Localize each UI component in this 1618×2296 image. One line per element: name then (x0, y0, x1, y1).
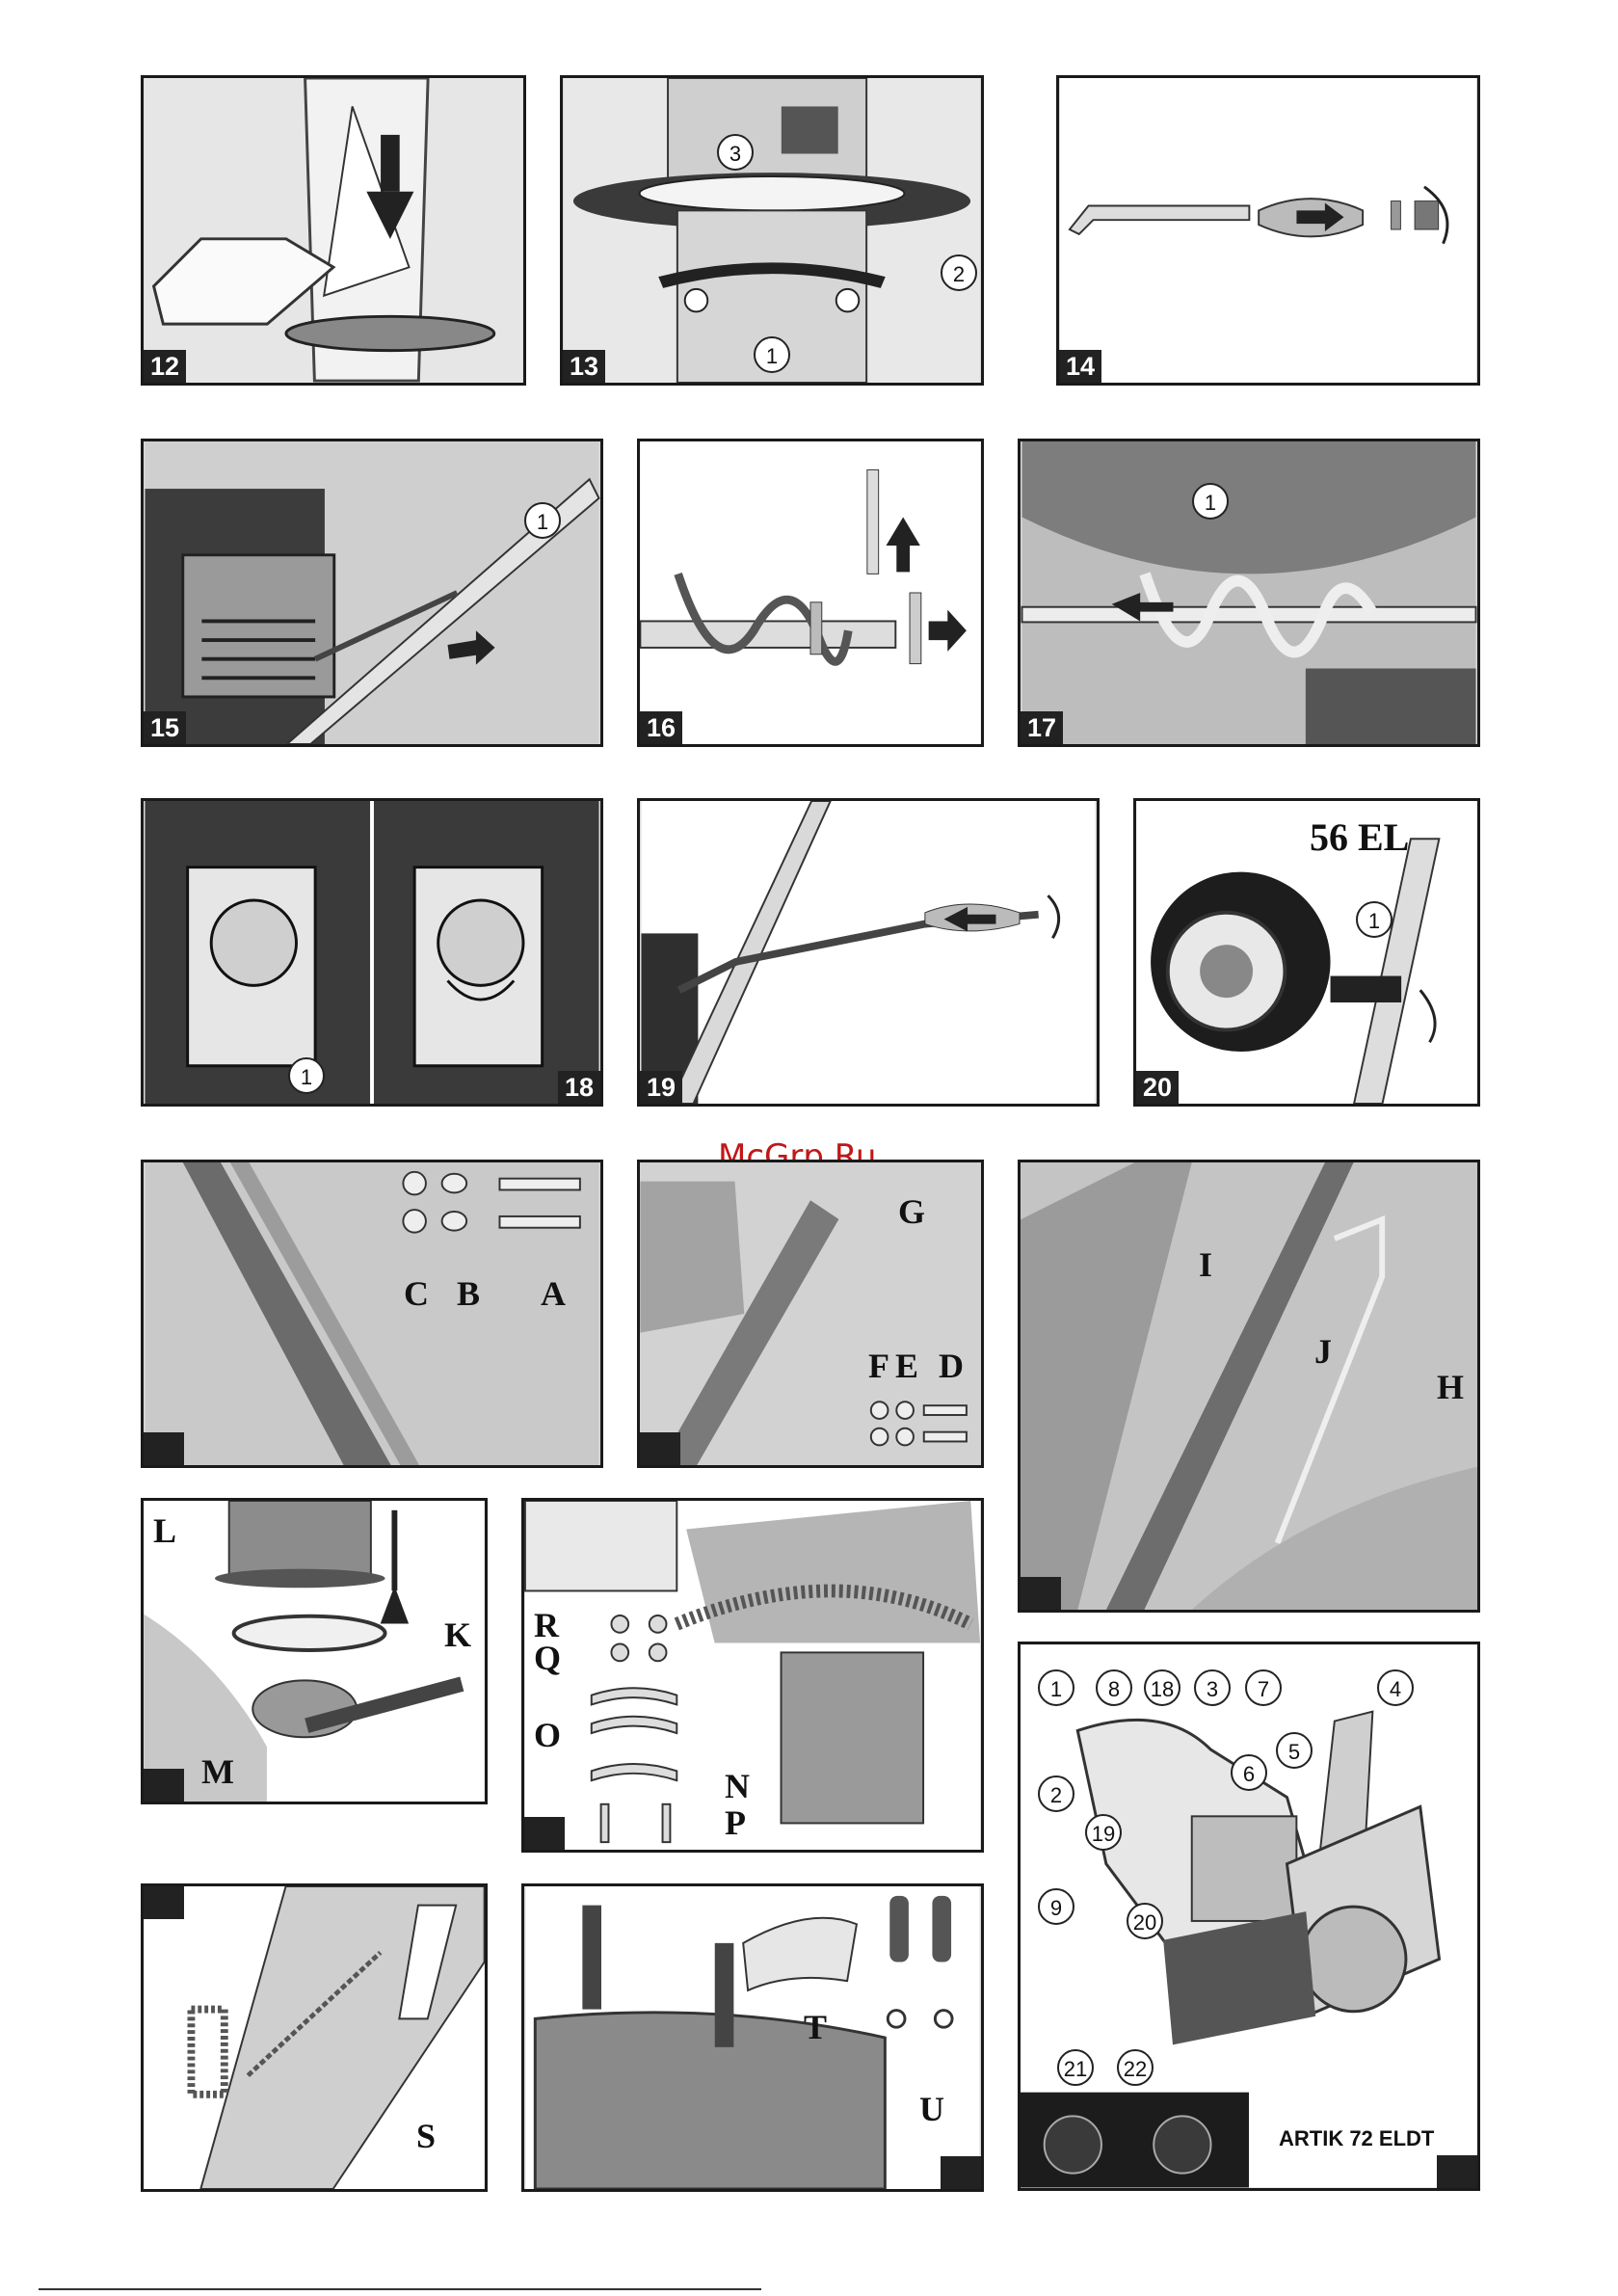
callout-1: 1 (524, 502, 561, 539)
figure-21: C B A (141, 1160, 603, 1468)
figure-25-illustration (524, 1501, 981, 1850)
model-label: ARTIK 72 ELDT (1279, 2126, 1434, 2151)
part-label-h: H (1437, 1367, 1464, 1407)
figure-24-illustration (144, 1501, 485, 1802)
part-label-f: F (868, 1346, 889, 1386)
figure-22: G F E D (637, 1160, 984, 1468)
callout-3: 3 (717, 134, 754, 171)
part-label-b: B (457, 1273, 480, 1314)
callout-2: 2 (941, 254, 977, 291)
callout-18: 18 (1144, 1669, 1180, 1706)
part-label-m: M (201, 1751, 234, 1792)
part-label-l: L (153, 1510, 176, 1551)
part-label-a: A (541, 1273, 566, 1314)
callout-7: 7 (1245, 1669, 1282, 1706)
figure-19: 19 (637, 798, 1100, 1107)
callout-1: 1 (1356, 901, 1393, 938)
part-label-t: T (804, 2007, 827, 2047)
figure-23: I J H (1018, 1160, 1480, 1613)
part-label-o: O (534, 1715, 561, 1755)
figure-12-illustration (144, 78, 523, 383)
figure-22-illustration (640, 1162, 981, 1465)
figure-number: 13 (563, 350, 605, 383)
figure-18: 1 18 (141, 798, 603, 1107)
figure-20: 56 EL 1 20 (1133, 798, 1480, 1107)
part-label-g: G (898, 1191, 925, 1232)
figure-15-illustration (144, 441, 600, 744)
callout-4: 4 (1377, 1669, 1414, 1706)
figure-18-illustration (144, 801, 600, 1104)
figure-23-illustration (1021, 1162, 1477, 1610)
figure-28: 1 8 18 3 7 4 2 19 6 5 9 20 21 22 ARTIK 7… (1018, 1642, 1480, 2191)
figure-16: 16 (637, 439, 984, 747)
figure-number-box (144, 1886, 184, 1919)
footer-rule (39, 2288, 761, 2290)
figure-number: 20 (1136, 1071, 1179, 1104)
part-label-i: I (1199, 1244, 1212, 1285)
figure-number-box (524, 1817, 565, 1850)
figure-21-illustration (144, 1162, 600, 1465)
callout-20: 20 (1127, 1903, 1163, 1939)
callout-1: 1 (1038, 1669, 1074, 1706)
figure-27-illustration (524, 1886, 981, 2189)
figure-28-illustration (1021, 1644, 1477, 2188)
callout-1: 1 (1192, 483, 1229, 520)
figure-19-illustration (640, 801, 1097, 1104)
callout-19: 19 (1085, 1814, 1122, 1851)
figure-25: R Q O N P (521, 1498, 984, 1853)
figure-number: 19 (640, 1071, 682, 1104)
callout-6: 6 (1231, 1754, 1267, 1791)
callout-3: 3 (1194, 1669, 1231, 1706)
callout-2: 2 (1038, 1775, 1074, 1812)
figure-number: 16 (640, 711, 682, 744)
part-label-u: U (919, 2089, 944, 2129)
figure-number-box (1437, 2155, 1477, 2188)
figure-number: 14 (1059, 350, 1101, 383)
figure-number-box (1021, 1577, 1061, 1610)
model-label: 56 EL (1310, 814, 1409, 860)
part-label-c: C (404, 1273, 429, 1314)
figure-14-illustration (1059, 78, 1477, 383)
figure-number: 12 (144, 350, 186, 383)
figure-13: 3 2 1 13 (560, 75, 984, 386)
part-label-p: P (725, 1802, 746, 1843)
figure-number: 15 (144, 711, 186, 744)
figure-17-illustration (1021, 441, 1477, 744)
part-label-d: D (939, 1346, 964, 1386)
figure-12: 12 (141, 75, 526, 386)
figure-27: T U (521, 1883, 984, 2192)
callout-9: 9 (1038, 1888, 1074, 1925)
part-label-j: J (1314, 1331, 1332, 1372)
figure-number-box (941, 2156, 981, 2189)
part-label-q: Q (534, 1638, 561, 1678)
part-label-n: N (725, 1766, 750, 1806)
figure-number-box (640, 1432, 680, 1465)
figure-17: 1 17 (1018, 439, 1480, 747)
callout-5: 5 (1276, 1732, 1313, 1769)
figure-20-illustration (1136, 801, 1477, 1104)
callout-21: 21 (1057, 2049, 1094, 2086)
figure-number: 17 (1021, 711, 1063, 744)
figure-15: 1 15 (141, 439, 603, 747)
part-label-s: S (416, 2116, 436, 2156)
callout-1: 1 (754, 336, 790, 373)
callout-8: 8 (1096, 1669, 1132, 1706)
figure-14: 14 (1056, 75, 1480, 386)
figure-number-box (144, 1432, 184, 1465)
figure-number: 18 (558, 1071, 600, 1104)
figure-number-box (144, 1769, 184, 1802)
figure-16-illustration (640, 441, 981, 744)
figure-24: L K M (141, 1498, 488, 1804)
callout-22: 22 (1117, 2049, 1154, 2086)
figure-26: S (141, 1883, 488, 2192)
callout-1: 1 (288, 1057, 325, 1094)
part-label-k: K (444, 1615, 471, 1655)
part-label-e: E (895, 1346, 918, 1386)
